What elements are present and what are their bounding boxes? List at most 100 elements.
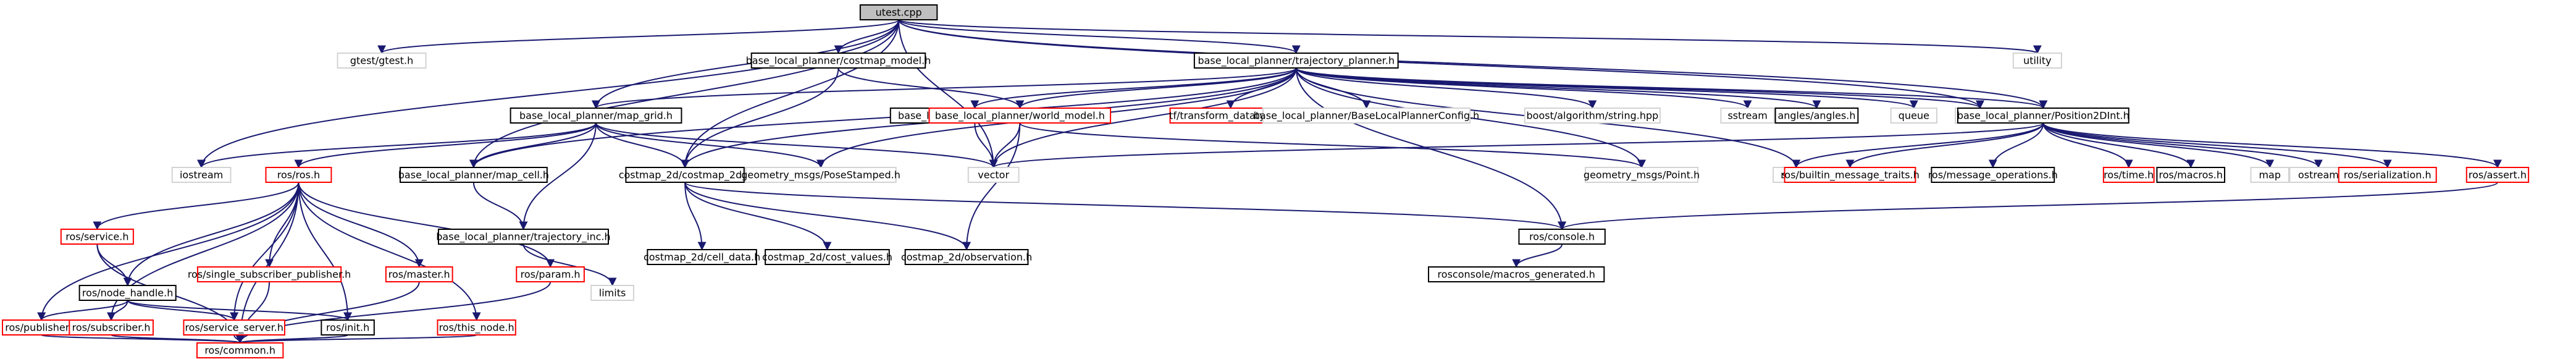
edge-ros_ros-to-ros_init — [298, 182, 353, 321]
node-builtin-traits[interactable]: ros/builtin_message_traits.h — [1781, 167, 1919, 183]
node-map-grid[interactable]: base_local_planner/map_grid.h — [510, 108, 682, 124]
node-label: costmap_2d/costmap_2d.h — [619, 169, 752, 182]
node-utest[interactable]: utest.cpp — [859, 4, 938, 20]
node-box — [321, 319, 375, 336]
node-ros-time[interactable]: ros/time.h — [2102, 167, 2155, 183]
node-label: base_local_planner/world_model.h — [935, 110, 1105, 122]
edge-ros_ros-to-ros_service — [93, 182, 300, 230]
node-label: ros/service.h — [65, 231, 128, 243]
node-ros-console[interactable]: ros/console.h — [1518, 229, 1606, 245]
node-box — [516, 266, 585, 282]
node-box — [1784, 167, 1916, 183]
edge-trajectory_planner-to-map_cell — [469, 67, 1297, 169]
node-cell-data[interactable]: costmap_2d/cell_data.h — [644, 249, 760, 265]
node-label: utility — [2023, 55, 2052, 67]
node-label: ros/time.h — [2104, 169, 2154, 181]
edge-position2dint-to-ros_macros — [2042, 122, 2196, 169]
edge-utest-to-map_grid — [592, 19, 900, 109]
node-this-node[interactable]: ros/this_node.h — [437, 319, 516, 336]
edge-node_handle-to-ros_publisher — [37, 300, 128, 321]
node-label: vector — [978, 169, 1009, 181]
node-node-handle[interactable]: ros/node_handle.h — [78, 285, 177, 301]
edge-map_grid-to-pose_stamped — [595, 122, 825, 169]
node-ros-master[interactable]: ros/master.h — [385, 266, 453, 282]
node-label: ros/master.h — [388, 269, 450, 281]
edge-utest-to-gtest — [377, 19, 900, 54]
node-label: sstream — [1727, 110, 1767, 122]
edge-world_model-to-vector — [989, 122, 1021, 169]
node-label: ostream — [2298, 169, 2339, 181]
edge-world_model-to-observation — [962, 122, 1021, 251]
node-costmap-2d[interactable]: costmap_2d/costmap_2d.h — [619, 167, 752, 183]
edge-ros_ros-to-node_handle — [123, 182, 300, 287]
node-box — [1518, 229, 1606, 245]
node-box — [1193, 53, 1399, 69]
node-ros-serialization[interactable]: ros/serialization.h — [2338, 167, 2437, 183]
node-gtest: gtest/gtest.h — [337, 53, 427, 69]
edge-trajectory_planner-to-queue — [1295, 67, 1918, 109]
node-ros-macros[interactable]: ros/macros.h — [2156, 167, 2226, 183]
edge-traj_inc-to-limits — [522, 243, 617, 287]
node-label: ros/param.h — [521, 269, 581, 281]
node-label: map — [2259, 169, 2281, 181]
node-ros-service[interactable]: ros/service.h — [60, 229, 134, 245]
node-angles[interactable]: angles/angles.h — [1774, 108, 1859, 124]
edge-costmap_2d-to-cell_data — [684, 182, 707, 251]
edge-ros_ros-to-service_server — [230, 182, 300, 321]
edge-node_handle-to-ros_subscriber — [107, 300, 128, 321]
edge-trajectory_planner-to-trajectory — [970, 67, 1297, 109]
node-msg-ops[interactable]: ros/message_operations.h — [1928, 167, 2058, 183]
node-label: ros/message_operations.h — [1928, 169, 2058, 182]
node-label: ros/assert.h — [2469, 169, 2527, 181]
node-label: ros/publisher.h — [5, 322, 78, 334]
node-map-cell[interactable]: base_local_planner/map_cell.h — [398, 167, 549, 183]
node-ros-init[interactable]: ros/init.h — [321, 319, 375, 336]
node-box — [1957, 108, 2129, 124]
node-label: ros/common.h — [204, 345, 275, 357]
node-world-model[interactable]: base_local_planner/world_model.h — [928, 108, 1112, 124]
node-label: ros/service_server.h — [185, 322, 283, 334]
node-ros-ros[interactable]: ros/ros.h — [265, 167, 332, 183]
node-ros-param[interactable]: ros/param.h — [516, 266, 585, 282]
edges-layer — [37, 19, 2502, 344]
node-cost-values[interactable]: costmap_2d/cost_values.h — [762, 249, 892, 265]
node-ros-subscriber[interactable]: ros/subscriber.h — [69, 319, 154, 336]
node-label: geometry_msgs/Point.h — [1584, 169, 1700, 182]
edge-ros_subscriber-to-ros_common — [111, 334, 245, 344]
node-pose-stamped: geometry_msgs/PoseStamped.h — [741, 167, 900, 183]
edge-position2dint-to-ros_assert — [2042, 122, 2502, 169]
node-ros-common[interactable]: ros/common.h — [196, 342, 284, 358]
node-ros-assert[interactable]: ros/assert.h — [2465, 167, 2530, 183]
node-box — [904, 249, 1029, 265]
node-box — [590, 285, 634, 301]
node-label: costmap_2d/cost_values.h — [762, 251, 892, 264]
node-box — [625, 167, 745, 183]
node-box — [765, 249, 890, 265]
node-box — [1774, 108, 1859, 124]
edge-map_grid-to-map_cell — [469, 122, 597, 169]
node-position2dint[interactable]: base_local_planner/Position2DInt.h — [1957, 108, 2129, 124]
edge-map_grid-to-iostream — [197, 122, 597, 169]
node-single-sub-pub[interactable]: ros/single_subscriber_publisher.h — [188, 266, 351, 282]
node-trajectory-planner[interactable]: base_local_planner/trajectory_planner.h — [1193, 53, 1399, 69]
node-box — [745, 167, 897, 183]
node-traj-inc[interactable]: base_local_planner/trajectory_inc.h — [436, 229, 611, 245]
edge-position2dint-to-ostream — [2042, 122, 2323, 169]
node-label: base_local_planner/map_cell.h — [398, 169, 549, 182]
node-label: utest.cpp — [876, 7, 922, 19]
edge-ros_ros-to-ros_param — [298, 182, 555, 268]
edge-position2dint-to-builtin_traits — [1845, 122, 2044, 169]
node-macros-generated[interactable]: rosconsole/macros_generated.h — [1428, 266, 1605, 282]
edge-costmap_2d-to-cost_values — [684, 182, 832, 251]
edge-position2dint-to-ros_serialization — [2042, 122, 2392, 169]
node-service-server[interactable]: ros/service_server.h — [183, 319, 285, 336]
node-observation[interactable]: costmap_2d/observation.h — [901, 249, 1032, 265]
node-box — [510, 108, 682, 124]
edge-ros_ros-to-ros_publisher — [37, 182, 300, 321]
node-box — [1585, 167, 1699, 183]
node-box — [60, 229, 134, 245]
node-box — [385, 266, 453, 282]
node-label: ros/this_node.h — [439, 322, 514, 334]
node-costmap-model[interactable]: base_local_planner/costmap_model.h — [746, 53, 931, 69]
node-label: boost/algorithm/string.hpp — [1527, 110, 1659, 122]
